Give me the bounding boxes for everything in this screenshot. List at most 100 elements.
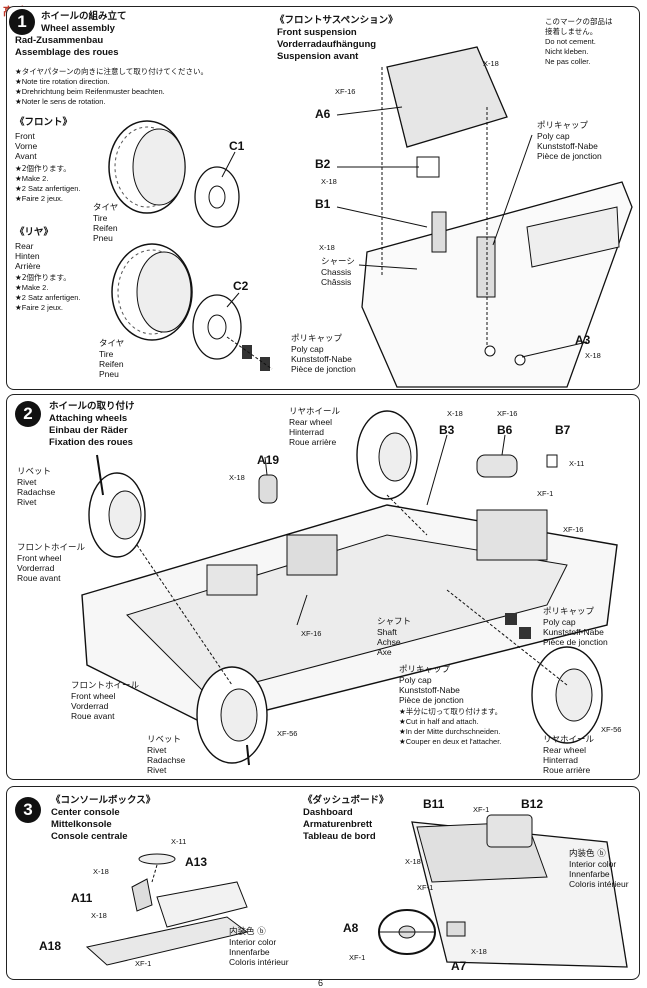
rivet-label-en: Rivet bbox=[147, 745, 167, 755]
paint-code: X-18 bbox=[93, 867, 109, 876]
console-title-en: Center console bbox=[51, 807, 120, 818]
rear-wheel-label-en: Rear wheel bbox=[289, 417, 332, 427]
tire-label-fr: Pneu bbox=[99, 369, 119, 379]
step-3-illustration bbox=[85, 814, 628, 968]
part-label: A11 bbox=[71, 891, 93, 905]
paint-code: XF-1 bbox=[473, 805, 490, 814]
make-note: ★Make 2. bbox=[15, 283, 49, 292]
front-wheel-label-de: Vorderrad bbox=[17, 563, 55, 573]
make-note: ★2 Satz anfertigen. bbox=[15, 293, 81, 302]
dashboard-title-fr: Tableau de bord bbox=[303, 831, 376, 842]
no-cement-note-de: Nicht kleben. bbox=[545, 47, 589, 56]
paint-code: X-11 bbox=[171, 837, 187, 846]
polycap-label-en: Poly cap bbox=[543, 617, 576, 627]
front-wheel-label-en: Front wheel bbox=[17, 553, 62, 563]
paint-code: XF-56 bbox=[277, 729, 298, 738]
polycap-label-de: Kunststoff-Nabe bbox=[291, 354, 352, 364]
rear-wheel-label-fr: Roue arrière bbox=[289, 437, 337, 447]
interior-color-en: Interior color bbox=[569, 859, 617, 869]
interior-color-fr: Coloris intérieur bbox=[569, 879, 629, 889]
paint-code: XF-1 bbox=[135, 959, 152, 968]
rear-wheel-label-en: Rear wheel bbox=[543, 745, 586, 755]
note-line: ★タイヤパターンの向きに注意して取り付けてください。 bbox=[15, 67, 209, 76]
part-label: A7 bbox=[451, 959, 467, 973]
polycap-label-fr: Pièce de jonction bbox=[291, 364, 356, 374]
rivet-label-jp: リベット bbox=[147, 735, 182, 745]
paint-code: X-18 bbox=[483, 59, 499, 68]
step-title-jp: ホイールの組み立て bbox=[41, 11, 127, 22]
paint-code: XF-16 bbox=[563, 525, 584, 534]
rivet-label-de: Radachse bbox=[147, 755, 186, 765]
no-cement-note-jp: 接着しません。 bbox=[545, 27, 598, 36]
shaft-label-jp: シャフト bbox=[377, 617, 412, 627]
step-number: 2 bbox=[15, 401, 41, 427]
page-number: 6 bbox=[318, 978, 324, 988]
make-note: ★2個作ります。 bbox=[15, 273, 71, 282]
rear-wheel-label-de: Hinterrad bbox=[543, 755, 578, 765]
step-3-panel: 3 《コンソールボックス》 Center console Mittelkonso… bbox=[6, 786, 640, 980]
shaft-label-fr: Axe bbox=[377, 647, 392, 657]
step-2-panel: 2 ホイールの取り付け Attaching wheels Einbau der … bbox=[6, 394, 640, 780]
rear-heading-jp: 《リヤ》 bbox=[15, 227, 54, 238]
interior-color-en: Interior color bbox=[229, 937, 277, 947]
step-title-jp: ホイールの取り付け bbox=[49, 401, 135, 412]
rivet-label-en: Rivet bbox=[17, 477, 37, 487]
make-note: ★Faire 2 jeux. bbox=[15, 194, 63, 203]
front-heading-jp: 《フロント》 bbox=[15, 117, 73, 128]
note-line: ★Noter le sens de rotation. bbox=[15, 97, 106, 106]
rear-wheel-label-de: Hinterrad bbox=[289, 427, 324, 437]
paint-code: X-18 bbox=[91, 911, 107, 920]
shaft-label-de: Achse bbox=[377, 637, 401, 647]
front-heading-en: Front bbox=[15, 131, 35, 141]
part-label: B3 bbox=[439, 423, 455, 437]
polycap-label-en: Poly cap bbox=[537, 131, 570, 141]
paint-code: XF-16 bbox=[301, 629, 322, 638]
polycap-label-de: Kunststoff-Nabe bbox=[399, 685, 460, 695]
rear-wheel-label-fr: Roue arrière bbox=[543, 765, 591, 775]
dashboard-title-jp: 《ダッシュボード》 bbox=[303, 795, 389, 806]
part-label: A13 bbox=[185, 855, 208, 869]
no-cement-note-jp: このマークの部品は bbox=[545, 17, 613, 26]
paint-code: X-18 bbox=[447, 409, 463, 418]
interior-color-fr: Coloris intérieur bbox=[229, 957, 289, 967]
paint-code: XF-16 bbox=[497, 409, 518, 418]
polycap-label-de: Kunststoff-Nabe bbox=[543, 627, 604, 637]
rear-wheel-label-jp: リヤホイール bbox=[289, 407, 341, 417]
interior-color-jp: 内装色 ⓑ bbox=[569, 849, 606, 859]
chassis-label-fr: Châssis bbox=[321, 277, 352, 287]
part-label: B11 bbox=[423, 797, 445, 811]
step-2-illustration bbox=[81, 410, 618, 766]
tire-label-fr: Pneu bbox=[93, 233, 113, 243]
paint-code: XF-1 bbox=[417, 883, 434, 892]
note-line: ★Note tire rotation direction. bbox=[15, 77, 110, 86]
front-wheel-label-en: Front wheel bbox=[71, 691, 116, 701]
console-title-jp: 《コンソールボックス》 bbox=[51, 795, 156, 806]
no-cement-note-fr: Ne pas coller. bbox=[545, 57, 591, 66]
front-wheel-label-de: Vorderrad bbox=[71, 701, 109, 711]
tire-label-jp: タイヤ bbox=[93, 203, 119, 213]
polycap-label-fr: Pièce de jonction bbox=[537, 151, 602, 161]
polycap-label-jp: ポリキャップ bbox=[537, 121, 589, 131]
console-title-de: Mittelkonsole bbox=[51, 819, 112, 830]
cut-note: ★半分に切って取り付けます。 bbox=[399, 707, 503, 716]
part-label: A3 bbox=[575, 333, 591, 347]
paint-code: XF-56 bbox=[601, 725, 622, 734]
rear-wheel-label-jp: リヤホイール bbox=[543, 735, 595, 745]
rivet-label-de: Radachse bbox=[17, 487, 56, 497]
paint-code: X-18 bbox=[319, 243, 335, 252]
part-label: B7 bbox=[555, 423, 571, 437]
tire-label-de: Reifen bbox=[93, 223, 118, 233]
paint-code: X-18 bbox=[585, 351, 601, 360]
suspension-title-en: Front suspension bbox=[277, 27, 357, 38]
paint-code: X-18 bbox=[405, 857, 421, 866]
polycap-label-en: Poly cap bbox=[291, 344, 324, 354]
part-label: C1 bbox=[229, 139, 245, 153]
cut-note: ★Cut in half and attach. bbox=[399, 717, 479, 726]
cut-note: ★In der Mitte durchschneiden. bbox=[399, 727, 501, 736]
cut-note: ★Couper en deux et l'attacher. bbox=[399, 737, 502, 746]
front-wheel-label-jp: フロントホイール bbox=[17, 543, 86, 553]
step-number: 1 bbox=[9, 9, 35, 35]
part-label: A19 bbox=[257, 453, 280, 467]
shaft-label-en: Shaft bbox=[377, 627, 397, 637]
tire-label-en: Tire bbox=[93, 213, 108, 223]
